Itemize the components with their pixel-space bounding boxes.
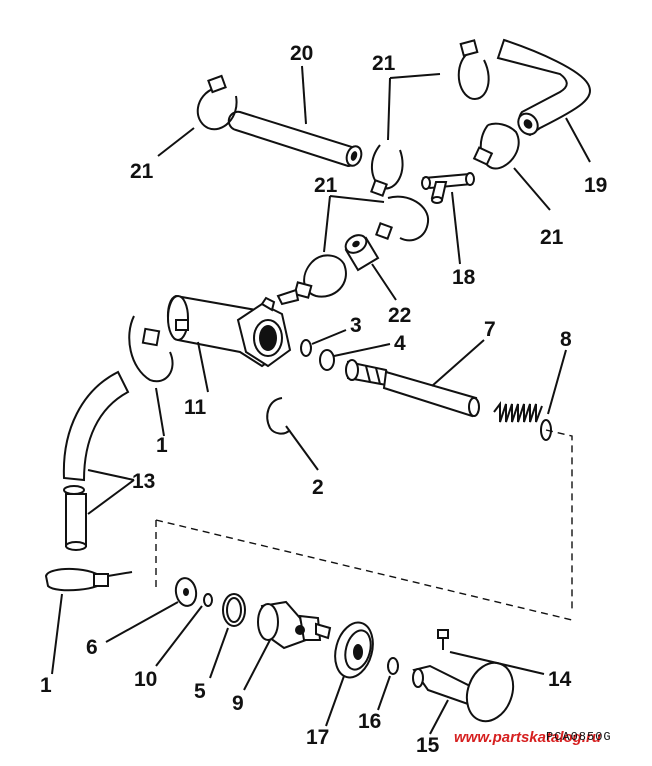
part-11-housing (167, 288, 300, 368)
assembly-dash-line (155, 519, 573, 621)
leader-lines (51, 65, 591, 735)
callout-13: 13 (132, 470, 155, 493)
part-6-washer (174, 577, 198, 607)
part-1-clamp-upper (128, 315, 174, 383)
part-15-plunger (412, 661, 515, 723)
part-9-valve (257, 600, 332, 650)
callout-21: 21 (130, 160, 154, 183)
clamp-21-d (472, 122, 520, 170)
part-7-shaft (345, 359, 480, 418)
part-19-curved-hose (496, 38, 591, 137)
callout-labels: 20 21 21 21 21 21 19 18 22 3 4 7 8 11 1 … (40, 42, 607, 757)
part-1-clamp-lower (44, 567, 133, 592)
callout-6: 6 (86, 636, 98, 659)
callout-5: 5 (194, 680, 206, 703)
callout-19: 19 (584, 174, 607, 197)
callout-4: 4 (394, 332, 406, 355)
part-3-oring (300, 339, 312, 357)
clamp-21-e (375, 195, 430, 242)
callout-20: 20 (290, 42, 313, 65)
part-22-sleeve (344, 234, 380, 272)
part-8-spring (493, 401, 552, 441)
callout-1: 1 (40, 674, 52, 697)
callout-2: 2 (312, 476, 324, 499)
clamp-21-c (370, 144, 404, 197)
figure-code: PCA0850G (546, 730, 612, 744)
callout-9: 9 (232, 692, 244, 715)
callout-15: 15 (416, 734, 440, 757)
part-2-snap-ring (266, 397, 291, 435)
part-17-cap (334, 621, 374, 679)
callout-8: 8 (560, 328, 572, 351)
callout-22: 22 (388, 304, 411, 327)
watermark-text: www.partskatalog.ru (454, 729, 601, 746)
part-4-oring (319, 349, 335, 371)
callout-11: 11 (184, 396, 207, 419)
callout-18: 18 (452, 266, 476, 289)
callout-14: 14 (548, 668, 572, 691)
part-14-screw (437, 629, 449, 650)
part-20-hose (227, 110, 363, 168)
part-18-tee-fitting (421, 172, 475, 204)
callout-21: 21 (372, 52, 396, 75)
callout-1: 1 (156, 434, 168, 457)
callout-10: 10 (134, 668, 157, 691)
assembly-dash-line (545, 429, 573, 610)
callout-21: 21 (540, 226, 564, 249)
callout-21: 21 (314, 174, 338, 197)
callout-17: 17 (306, 726, 329, 749)
callout-3: 3 (350, 314, 362, 337)
part-5-oring (222, 593, 246, 627)
clamp-21-f (293, 254, 347, 299)
part-10-oring (203, 593, 213, 607)
part-13-hose (62, 370, 130, 551)
callout-7: 7 (484, 318, 496, 341)
callout-16: 16 (358, 710, 381, 733)
clamp-21-b (457, 39, 490, 100)
part-16-oring (387, 657, 399, 675)
clamp-21-a (196, 74, 238, 131)
